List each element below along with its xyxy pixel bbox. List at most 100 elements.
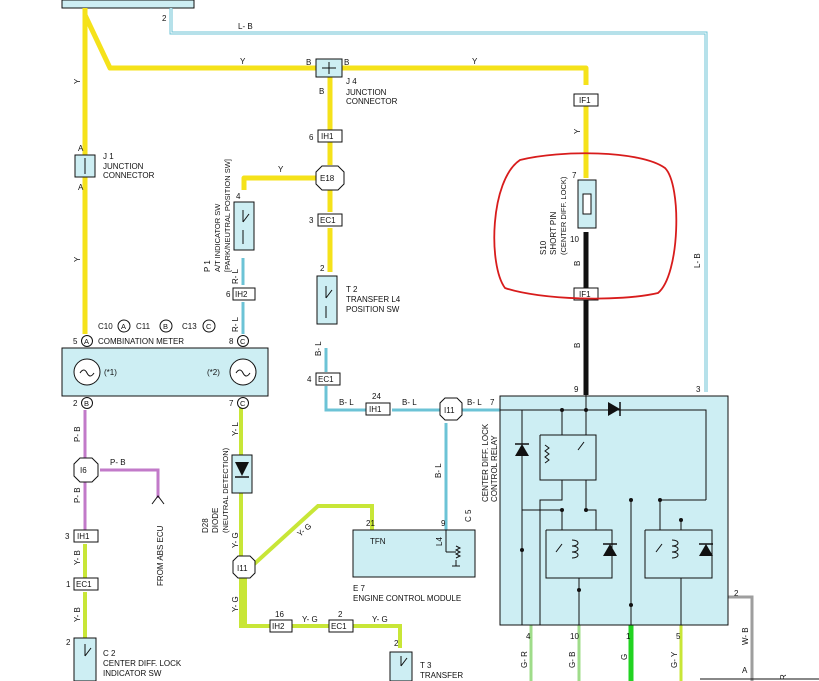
pin-meter-2: 2 — [73, 399, 78, 408]
j4-id: J 4 — [346, 77, 357, 86]
meter-pin-c-bottom — [237, 397, 249, 409]
ecm-resistor — [445, 530, 462, 567]
meter-code-c11: C11 — [136, 322, 151, 331]
wire-label-yl-c11: Y- L — [231, 422, 240, 436]
t2-name: TRANSFER L4 — [346, 295, 401, 304]
connector-i11-top: I11 — [439, 397, 463, 421]
pin-t3-2: 2 — [394, 639, 399, 648]
wire-label-pb-i6: P- B — [110, 458, 126, 467]
wire-label-yg-down: Y- G — [231, 596, 240, 612]
pin-meter-7: 7 — [229, 399, 234, 408]
wire-label-y-top-left: Y — [240, 57, 246, 66]
wire-label-lb-top: L- B — [238, 22, 253, 31]
ecm-tfn: TFN — [370, 537, 386, 546]
connector-ec1-mid: EC1 — [315, 372, 341, 386]
wire-label-g: G — [620, 654, 629, 660]
top-component-box — [61, 0, 195, 9]
pin-ec1-2: 2 — [338, 610, 343, 619]
meter-pin-c-bottom-text: C — [240, 399, 246, 408]
d28-name: DIODE — [211, 508, 220, 533]
switch-t2 — [316, 275, 338, 325]
wire-label-a-bottom: A — [742, 666, 748, 675]
wire-label-y-top-right: Y — [472, 57, 478, 66]
wire-label-y-to-s10: Y — [573, 128, 582, 134]
connector-ih2-p1: IH2 — [232, 287, 256, 301]
wire-pink-pb — [83, 410, 160, 530]
ecm-box — [352, 529, 476, 578]
wire-label-r-edge: R — [779, 674, 788, 680]
ecm-name: ENGINE CONTROL MODULE — [353, 594, 461, 603]
relay-coil-3 — [655, 539, 679, 559]
wire-label-yg-ec1: Y- G — [372, 615, 388, 624]
connector-i6: I6 — [73, 457, 99, 483]
pin-i11-7: 7 — [490, 398, 495, 407]
meter-pin-b-text: B — [84, 399, 89, 408]
red-annotation-ellipse — [493, 152, 678, 300]
meter-circle-a: A — [121, 322, 126, 331]
c2-name2: INDICATOR SW — [103, 669, 162, 678]
meter-note-1: (*1) — [104, 368, 117, 377]
pin-e18-4: 4 — [236, 192, 241, 201]
j4-b-left: B — [306, 58, 311, 67]
connector-e18: E18 — [315, 165, 345, 191]
wire-label-rl-ih2: R- L — [231, 316, 240, 332]
wire-label-yg-ih2: Y- G — [302, 615, 318, 624]
svg-text:IH1: IH1 — [321, 132, 334, 141]
t3-name: TRANSFER — [420, 671, 463, 680]
meter-name: COMBINATION METER — [98, 337, 184, 346]
relay-id: C 5 — [464, 509, 473, 522]
wire-label-lb-right: L- B — [693, 253, 702, 268]
pin-t2-2: 2 — [320, 264, 325, 273]
wire-label-pb-lower: P- B — [73, 487, 82, 503]
j1-a-bottom: A — [78, 183, 84, 192]
t2-id: T 2 — [346, 285, 358, 294]
pin-relay-1: 1 — [626, 632, 631, 641]
connector-ih1-top: IH1 — [317, 129, 343, 143]
j4-name2: CONNECTOR — [346, 97, 398, 106]
relay-coil-2 — [555, 539, 579, 559]
pin-top-2: 2 — [162, 14, 167, 23]
svg-text:EC1: EC1 — [318, 375, 334, 384]
pin-ec1-3: 3 — [309, 216, 314, 225]
pin-relay-4: 4 — [526, 632, 531, 641]
wire-label-b-relay-in: B — [573, 343, 582, 348]
svg-text:EC1: EC1 — [320, 216, 336, 225]
wire-bottom-green — [529, 595, 754, 681]
meter-circle-c: C — [206, 322, 212, 331]
svg-text:IH1: IH1 — [77, 532, 90, 541]
pin-ih1-3: 3 — [65, 532, 70, 541]
wire-label-yb-ec1: Y- B — [73, 607, 82, 622]
wire-label-pb-upper: P- B — [73, 426, 82, 442]
wire-label-y-trunk-low: Y — [73, 256, 82, 262]
wire-label-bl-ih1-left: B- L — [339, 398, 354, 407]
connector-ec1-top: EC1 — [317, 213, 343, 227]
diode-d28 — [231, 454, 253, 494]
ecm-id: E 7 — [353, 584, 366, 593]
wire-label-bl-t2: B- L — [314, 341, 323, 356]
t3-id: T 3 — [420, 661, 432, 670]
connector-ec1-bottom: EC1 — [328, 619, 354, 633]
meter-pin-c-top — [237, 335, 249, 347]
svg-text:IF1: IF1 — [579, 96, 591, 105]
pin-relay-3: 3 — [696, 385, 701, 394]
connector-if1-bottom: IF1 — [573, 287, 599, 301]
t2-name2: POSITION SW — [346, 305, 400, 314]
pin-meter-5: 5 — [73, 337, 78, 346]
svg-text:I6: I6 — [80, 466, 87, 475]
svg-text:IF1: IF1 — [579, 290, 591, 299]
pin-s10-7: 7 — [572, 171, 577, 180]
j1-name: JUNCTION — [103, 162, 144, 171]
svg-text:IH2: IH2 — [272, 622, 285, 631]
meter-code-c13: C13 — [182, 322, 197, 331]
pin-c2-2: 2 — [66, 638, 71, 647]
meter-code-c10: C10 — [98, 322, 113, 331]
connector-ih1-mid: IH1 — [365, 402, 391, 416]
svg-text:IH2: IH2 — [235, 290, 248, 299]
j1-name2: CONNECTOR — [103, 171, 155, 180]
relay-diode-top — [608, 402, 621, 416]
abs-label: FROM ABS ECU — [156, 525, 165, 586]
wire-label-b-s10: B — [573, 261, 582, 266]
pin-relay-10: 10 — [570, 632, 579, 641]
wire-label-wb: W- B — [741, 627, 750, 645]
